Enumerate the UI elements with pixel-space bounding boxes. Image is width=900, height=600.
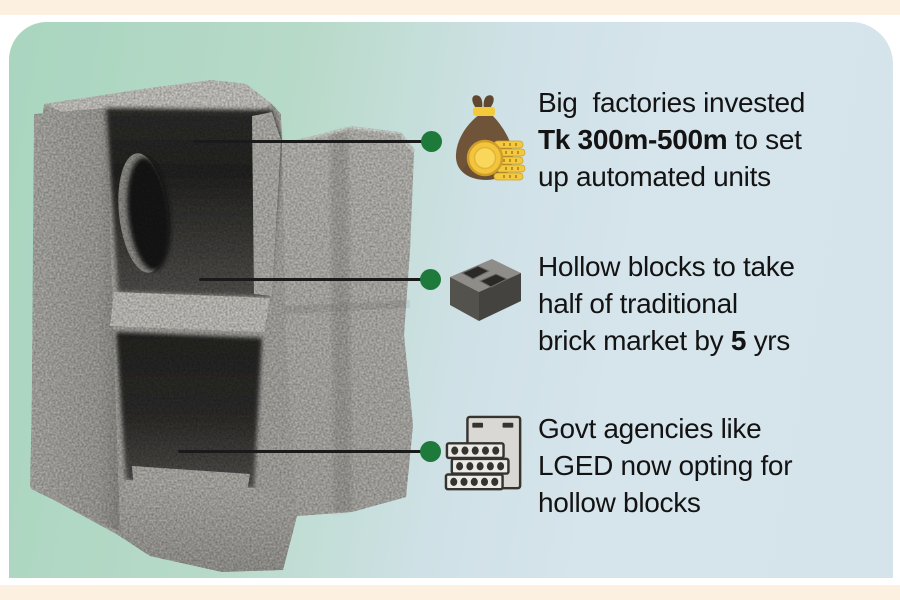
- text-segment: Govt agencies like: [538, 413, 762, 444]
- feature-line: Tk 300m-500m to set: [538, 121, 805, 158]
- connector-dot-2: [420, 269, 441, 290]
- text-segment-bold: Tk 300m-500m: [538, 124, 728, 155]
- feature-text-market-share: Hollow blocks to take half of traditiona…: [538, 248, 795, 359]
- feature-line: brick market by 5 yrs: [538, 322, 795, 359]
- bottom-cream-strip: [0, 585, 900, 600]
- connector-line-2: [199, 278, 432, 281]
- feature-text-investment: Big factories invested Tk 300m-500m to s…: [538, 84, 805, 195]
- text-segment: yrs: [746, 325, 791, 356]
- text-segment: half of traditional: [538, 288, 738, 319]
- connector-line-3: [178, 450, 432, 453]
- feature-line: Govt agencies like: [538, 410, 792, 447]
- text-segment: LGED now opting for: [538, 450, 793, 481]
- text-segment: Hollow blocks to take: [538, 251, 795, 282]
- feature-line: Big factories invested: [538, 84, 805, 121]
- feature-line: hollow blocks: [538, 484, 792, 521]
- block-stack-icon: [444, 415, 522, 491]
- text-segment: hollow blocks: [538, 487, 701, 518]
- feature-line: LGED now opting for: [538, 447, 793, 484]
- feature-line: Hollow blocks to take: [538, 248, 795, 285]
- text-segment: Big factories invested: [538, 87, 806, 118]
- text-segment-bold: 5: [730, 325, 747, 356]
- feature-line: up automated units: [538, 158, 805, 195]
- text-segment: brick market by: [538, 325, 731, 356]
- connector-line-1: [193, 140, 432, 143]
- connector-dot-1: [421, 131, 442, 152]
- text-segment: up automated units: [538, 161, 771, 192]
- money-bag-icon: [455, 95, 526, 181]
- feature-line: half of traditional: [538, 285, 795, 322]
- hollow-block-icon: [450, 259, 521, 321]
- top-cream-strip: [0, 0, 900, 15]
- feature-text-govt-agencies: Govt agencies like LGED now opting for h…: [538, 410, 793, 521]
- text-segment: to set: [727, 124, 802, 155]
- connector-dot-3: [420, 441, 441, 462]
